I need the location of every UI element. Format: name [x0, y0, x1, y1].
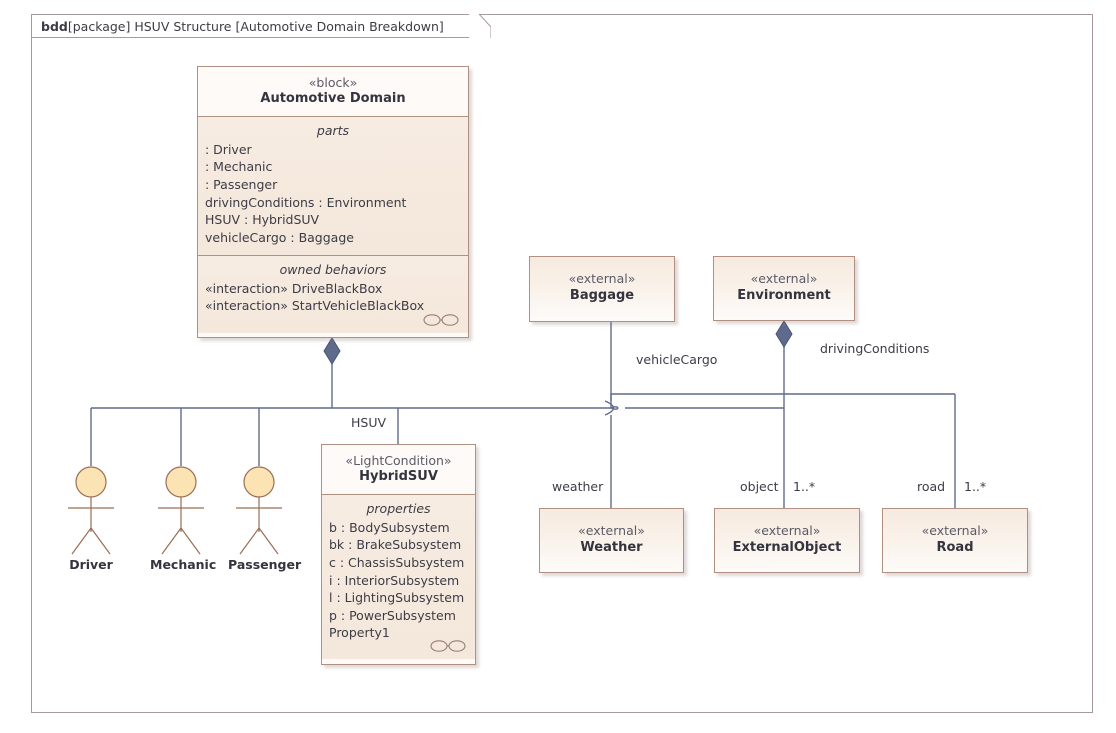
actor-mechanic[interactable]: Mechanic [150, 466, 217, 572]
block-automotive-domain-header: «block» Automotive Domain [198, 67, 468, 117]
block-road[interactable]: «external» Road [882, 508, 1028, 573]
actor-mechanic-label: Mechanic [150, 557, 217, 572]
list-item: : Driver [205, 141, 252, 157]
list-item: b : BodySubsystem [329, 519, 450, 535]
block-road-name: Road [936, 540, 974, 556]
connector-label-object-multiplicity: 1..* [793, 479, 816, 494]
block-automotive-domain-name: Automotive Domain [260, 90, 406, 106]
list-item: p : PowerSubsystem [329, 607, 456, 623]
actor-figure-icon [236, 466, 282, 555]
list-item: «interaction» DriveBlackBox [205, 280, 383, 296]
connector-label-vehicle-cargo: vehicleCargo [636, 352, 718, 367]
collaboration-icon [423, 314, 459, 326]
list-item: HSUV : HybridSUV [205, 212, 320, 228]
diagram-frame-header: bdd [package] HSUV Structure [Automotive… [31, 14, 470, 38]
block-automotive-domain-stereotype: «block» [308, 75, 358, 90]
diagram-kind-label: bdd [41, 18, 68, 34]
compartment-parts-list: : Driver : Mechanic : Passenger drivingC… [198, 141, 468, 247]
block-weather-name: Weather [580, 540, 643, 556]
block-environment[interactable]: «external» Environment [713, 256, 855, 321]
block-environment-name: Environment [737, 288, 831, 304]
block-baggage[interactable]: «external» Baggage [529, 256, 675, 322]
connector-label-driving-conditions: drivingConditions [820, 341, 930, 356]
block-hybrid-suv[interactable]: «LightCondition» HybridSUV properties b … [321, 444, 476, 665]
block-external-object[interactable]: «external» ExternalObject [714, 508, 860, 573]
actor-driver[interactable]: Driver [60, 466, 122, 572]
list-item: c : ChassisSubsystem [329, 555, 465, 571]
list-item: l : LightingSubsystem [329, 590, 465, 606]
block-road-stereotype: «external» [921, 523, 989, 538]
block-external-object-stereotype: «external» [753, 523, 821, 538]
diagram-frame [31, 14, 1093, 713]
connector-label-hsuv: HSUV [351, 415, 387, 430]
list-item: : Passenger [205, 177, 278, 193]
list-item: drivingConditions : Environment [205, 194, 407, 210]
block-external-object-name: ExternalObject [732, 540, 842, 556]
connector-label-weather-role: weather [552, 479, 604, 494]
list-item: Property1 [329, 625, 390, 641]
block-environment-stereotype: «external» [750, 271, 818, 286]
compartment-owned-behaviors: owned behaviors «interaction» DriveBlack… [198, 255, 468, 333]
connector-label-road-role: road [917, 479, 946, 494]
compartment-properties-list: b : BodySubsystem bk : BrakeSubsystem c … [322, 519, 475, 642]
block-hybrid-suv-stereotype: «LightCondition» [345, 453, 452, 468]
list-item: i : InteriorSubsystem [329, 572, 460, 588]
connector-label-object-role: object [740, 479, 779, 494]
compartment-properties: properties b : BodySubsystem bk : BrakeS… [322, 494, 475, 659]
list-item: «interaction» StartVehicleBlackBox [205, 298, 425, 314]
actor-passenger[interactable]: Passenger [228, 466, 302, 572]
block-baggage-stereotype: «external» [568, 271, 636, 286]
diagram-scope-label: [package] HSUV Structure [Automotive Dom… [67, 18, 444, 34]
block-automotive-domain[interactable]: «block» Automotive Domain parts : Driver… [197, 66, 469, 338]
block-hybrid-suv-name: HybridSUV [359, 468, 438, 484]
actor-figure-icon [68, 466, 114, 555]
list-item: vehicleCargo : Baggage [205, 229, 354, 245]
block-weather[interactable]: «external» Weather [539, 508, 684, 573]
block-weather-stereotype: «external» [578, 523, 645, 538]
connector-label-road-multiplicity: 1..* [964, 479, 987, 494]
actor-driver-label: Driver [69, 557, 113, 572]
compartment-owned-behaviors-list: «interaction» DriveBlackBox «interaction… [198, 280, 468, 315]
actor-figure-icon [158, 466, 204, 555]
compartment-properties-title: properties [366, 500, 431, 516]
list-item: : Mechanic [205, 159, 273, 175]
compartment-owned-behaviors-title: owned behaviors [279, 261, 387, 277]
block-baggage-name: Baggage [569, 288, 635, 304]
list-item: bk : BrakeSubsystem [329, 537, 462, 553]
compartment-parts-title: parts [316, 122, 350, 138]
compartment-parts: parts : Driver : Mechanic : Passenger dr… [198, 116, 468, 256]
collaboration-icon [430, 640, 466, 652]
actor-passenger-label: Passenger [228, 557, 302, 572]
block-hybrid-suv-header: «LightCondition» HybridSUV [322, 445, 475, 495]
